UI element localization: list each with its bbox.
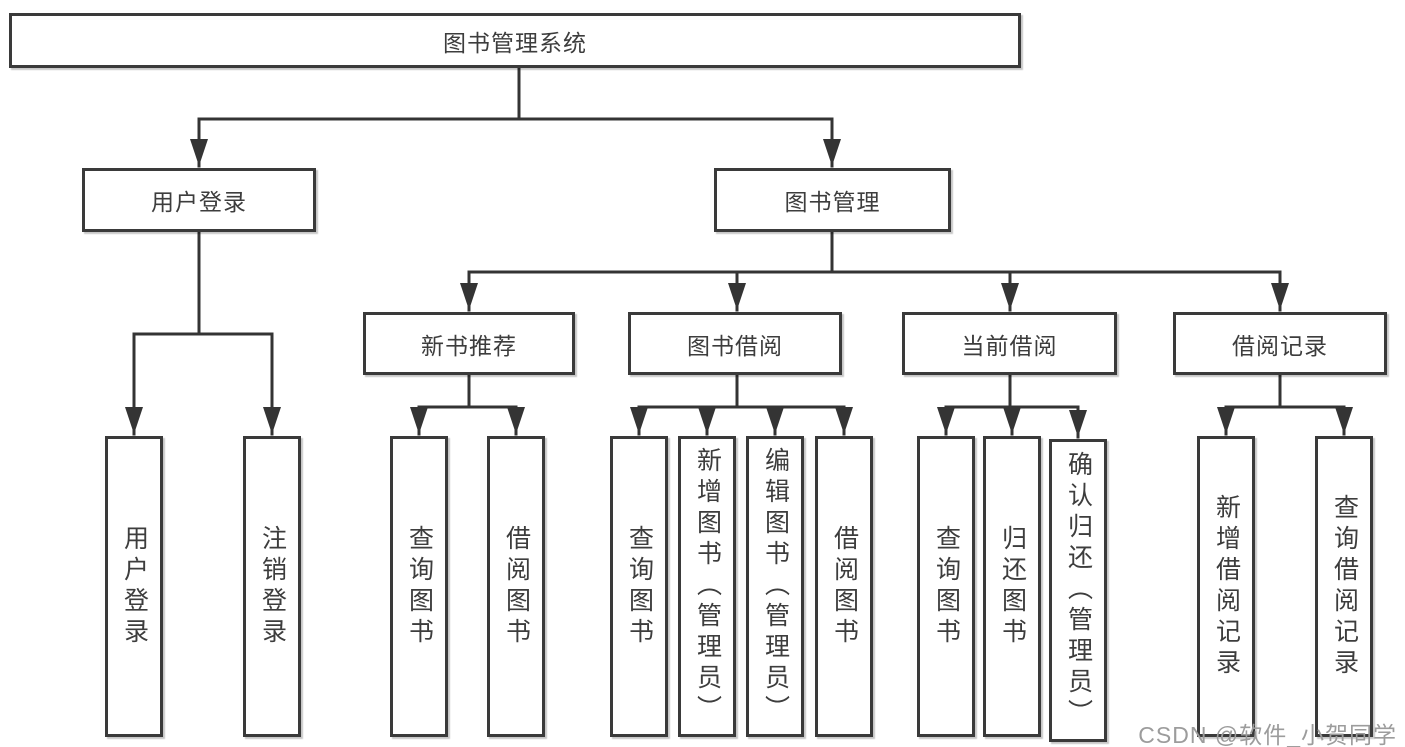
leaf-edit-books-admin: 编辑图书（管理员）	[746, 436, 804, 737]
leaf-user-login-label: 用户登录	[120, 524, 149, 649]
leaf-query-borrow-record-label: 查询借阅记录	[1330, 493, 1359, 680]
node-user-login: 用户登录	[82, 168, 316, 232]
leaf-logout-label: 注销登录	[258, 524, 287, 649]
leaf-query-borrow-record: 查询借阅记录	[1315, 436, 1373, 737]
leaf-borrow-books-recommend-label: 借阅图书	[502, 524, 531, 649]
leaf-edit-books-admin-label: 编辑图书（管理员）	[761, 447, 790, 726]
leaf-user-login: 用户登录	[105, 436, 163, 737]
node-new-book-recommend: 新书推荐	[363, 312, 575, 375]
node-borrow-records: 借阅记录	[1173, 312, 1387, 375]
leaf-borrow-books: 借阅图书	[815, 436, 873, 737]
leaf-return-books: 归还图书	[983, 436, 1041, 737]
node-root-system: 图书管理系统	[9, 13, 1021, 68]
node-book-management: 图书管理	[714, 168, 951, 232]
leaf-confirm-return-admin-label: 确认归还（管理员）	[1064, 451, 1093, 730]
leaf-query-books-current-label: 查询图书	[932, 524, 961, 649]
leaf-add-borrow-record: 新增借阅记录	[1197, 436, 1255, 737]
connector-group	[125, 66, 1353, 439]
leaf-borrow-books-recommend: 借阅图书	[487, 436, 545, 737]
node-book-borrow: 图书借阅	[628, 312, 842, 375]
leaf-add-borrow-record-label: 新增借阅记录	[1212, 493, 1241, 680]
leaf-query-books-recommend: 查询图书	[390, 436, 448, 737]
leaf-borrow-books-label: 借阅图书	[830, 524, 859, 649]
leaf-logout: 注销登录	[243, 436, 301, 737]
node-current-borrow: 当前借阅	[902, 312, 1117, 375]
leaf-query-books-borrow: 查询图书	[610, 436, 668, 737]
leaf-confirm-return-admin: 确认归还（管理员）	[1049, 439, 1107, 742]
node-borrow-records-label: 借阅记录	[1232, 332, 1328, 359]
leaf-add-books-admin: 新增图书（管理员）	[678, 436, 736, 737]
node-book-borrow-label: 图书借阅	[687, 332, 783, 359]
node-current-borrow-label: 当前借阅	[961, 332, 1058, 359]
node-new-book-recommend-label: 新书推荐	[421, 332, 517, 359]
node-book-management-label: 图书管理	[784, 189, 881, 215]
node-root-label: 图书管理系统	[443, 29, 587, 56]
node-user-login-label: 用户登录	[151, 189, 247, 215]
leaf-query-books-borrow-label: 查询图书	[625, 524, 654, 649]
csdn-watermark: CSDN @软件_小贺同学	[1138, 722, 1397, 747]
leaf-query-books-current: 查询图书	[917, 436, 975, 737]
leaf-return-books-label: 归还图书	[998, 524, 1027, 649]
leaf-query-books-recommend-label: 查询图书	[405, 524, 434, 649]
leaf-add-books-admin-label: 新增图书（管理员）	[693, 447, 722, 726]
